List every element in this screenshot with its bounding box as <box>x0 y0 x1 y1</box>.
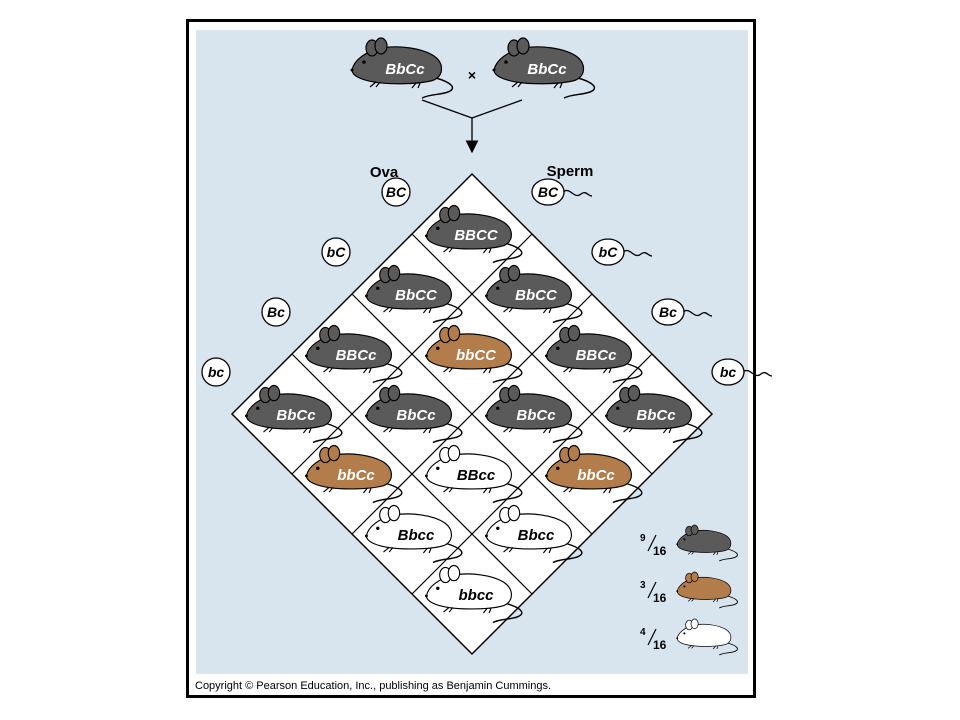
sperm-gamete-label: BC <box>538 184 559 200</box>
ova-gamete: BC <box>381 177 411 207</box>
ova-gamete: bC <box>321 237 351 267</box>
sperm-gamete-label: bc <box>720 364 737 380</box>
offspring-cell: BbCC <box>484 264 583 324</box>
cross-arrow <box>421 99 523 154</box>
sperm-gamete-label: Bc <box>659 304 677 320</box>
mouse-icon <box>675 524 738 562</box>
ova-gamete-label: bc <box>208 364 225 380</box>
offspring-cell: BBcc <box>424 444 523 504</box>
sperm-gamete-label: bC <box>599 244 619 260</box>
offspring-cell: BbCc <box>244 384 343 444</box>
parent-genotype-right: BbCc <box>527 61 567 78</box>
ratio-denominator: 16 <box>653 638 667 652</box>
offspring-cell: BbCc <box>484 384 583 444</box>
offspring-cell: BbCc <box>364 384 463 444</box>
grid-line <box>411 353 653 595</box>
offspring-genotype: BBcc <box>457 467 496 484</box>
parent-mouse-right: BbCc <box>491 37 596 99</box>
offspring-genotype: BbCC <box>395 287 438 304</box>
offspring-genotype: BbCc <box>276 407 316 424</box>
offspring-genotype: Bbcc <box>398 527 435 544</box>
ratio-denominator: 16 <box>653 544 667 558</box>
ova-gamete-label: Bc <box>267 304 285 320</box>
grid-line <box>351 293 593 535</box>
gametes: BC bC Bc bc BC bC Bc bc <box>201 177 773 387</box>
offspring-cell: Bbcc <box>484 504 583 564</box>
ratio-slash <box>647 628 657 646</box>
egg-icon <box>321 237 351 267</box>
offspring-genotype: bbCc <box>577 467 615 484</box>
sperm-gamete: Bc <box>651 298 713 326</box>
grid-line <box>291 353 533 595</box>
offspring-genotype: bbCc <box>337 467 375 484</box>
offspring-genotype: Bbcc <box>518 527 555 544</box>
offspring-cell: BBCc <box>304 324 403 384</box>
ratio-numerator: 4 <box>640 627 646 638</box>
offspring-cell: BBCc <box>544 324 643 384</box>
ratio-denominator: 16 <box>653 591 667 605</box>
legend-item: 4 16 <box>640 618 738 656</box>
sperm-icon <box>742 369 773 377</box>
sperm-gamete: bC <box>591 238 653 266</box>
offspring-cell: BBCC <box>424 204 523 264</box>
egg-icon <box>381 177 411 207</box>
egg-icon <box>201 357 231 387</box>
punnett-grid <box>230 172 714 656</box>
offspring-genotype: BBCc <box>336 347 377 364</box>
offspring-cell: BbCc <box>604 384 703 444</box>
offspring-genotype: BbCc <box>636 407 676 424</box>
mouse-icon <box>675 571 738 609</box>
ova-gamete-label: BC <box>386 184 407 200</box>
ova-gamete: bc <box>201 357 231 387</box>
offspring-genotype: bbcc <box>458 587 494 604</box>
parent-genotype-left: BbCc <box>385 61 425 78</box>
ova-gamete-label: bC <box>327 244 347 260</box>
sperm-gamete: BC <box>531 178 593 206</box>
sperm-icon <box>562 189 593 197</box>
cross-symbol: × <box>468 67 476 83</box>
ratio-slash <box>647 534 657 552</box>
offspring-cell: bbCc <box>544 444 643 504</box>
offspring-genotype: BbCC <box>515 287 558 304</box>
ratio-numerator: 9 <box>640 533 646 544</box>
sperm-icon <box>682 309 713 317</box>
offspring-cell: bbCC <box>424 324 523 384</box>
ratio-slash <box>647 581 657 599</box>
sperm-head <box>591 238 625 266</box>
ova-label: Ova <box>370 164 399 181</box>
sperm-icon <box>622 249 653 257</box>
offspring-genotype: BbCc <box>396 407 436 424</box>
mouse-icon <box>675 618 738 656</box>
ratio-numerator: 3 <box>640 580 646 591</box>
offspring-genotype: BbCc <box>516 407 556 424</box>
offspring-cell: Bbcc <box>364 504 463 564</box>
offspring-cell: bbcc <box>424 564 523 624</box>
offspring-cell: BbCC <box>364 264 463 324</box>
legend-item: 3 16 <box>640 571 738 609</box>
egg-icon <box>261 297 291 327</box>
parent-mouse-left: BbCc <box>349 37 454 99</box>
sperm-gamete: bc <box>711 358 773 386</box>
copyright-text: Copyright © Pearson Education, Inc., pub… <box>195 680 552 692</box>
sperm-head <box>651 298 685 326</box>
phenotype-legend: 9 16 3 16 4 16 <box>640 524 738 656</box>
ova-gamete: Bc <box>261 297 291 327</box>
sperm-head <box>531 178 565 206</box>
offspring-cell: bbCc <box>304 444 403 504</box>
sperm-head <box>711 358 745 386</box>
legend-item: 9 16 <box>640 524 738 562</box>
offspring-genotype: BBCc <box>576 347 617 364</box>
offspring-genotype: bbCC <box>456 347 497 364</box>
offspring-genotype: BBCC <box>454 227 498 244</box>
sperm-label: Sperm <box>547 163 594 180</box>
